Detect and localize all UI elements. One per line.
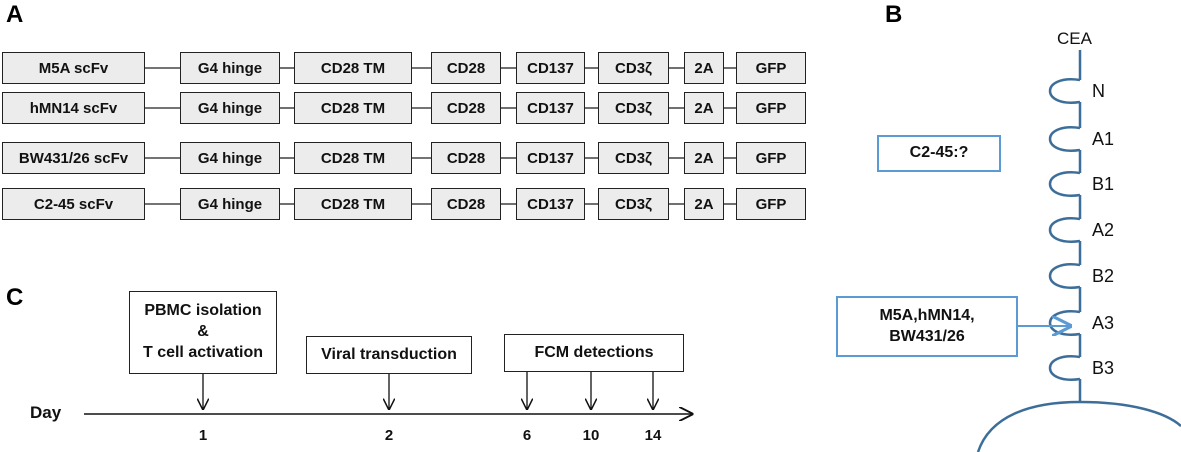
construct-1-2a: 2A bbox=[684, 52, 724, 84]
construct-1-g4-hinge: G4 hinge bbox=[180, 52, 280, 84]
construct-2-cd28-tm: CD28 TM bbox=[294, 92, 412, 124]
cea-domain-a1: A1 bbox=[1092, 129, 1115, 149]
cell-membrane bbox=[976, 400, 1181, 452]
construct-2-gfp: GFP bbox=[736, 92, 806, 124]
binders-line-1: M5A,hMN14, bbox=[879, 306, 975, 324]
construct-2-cd3z: CD3ζ bbox=[598, 92, 669, 124]
day-tick-2: 2 bbox=[384, 427, 394, 444]
construct-4-cd3z: CD3ζ bbox=[598, 188, 669, 220]
panel-label-b: B bbox=[885, 1, 903, 28]
construct-2-2a: 2A bbox=[684, 92, 724, 124]
step-fcm-detections: FCM detections bbox=[504, 334, 684, 372]
construct-3-scfv: BW431/26 scFv bbox=[2, 142, 145, 174]
construct-3-gfp: GFP bbox=[736, 142, 806, 174]
step-1-line-3: T cell activation bbox=[142, 343, 264, 361]
cea-domain-loop bbox=[1048, 126, 1081, 152]
timeline-graphic bbox=[84, 372, 692, 414]
binders-epitope-box: M5A,hMN14, BW431/26 bbox=[836, 296, 1018, 357]
cea-title: CEA bbox=[1057, 29, 1092, 48]
construct-4-g4-hinge: G4 hinge bbox=[180, 188, 280, 220]
construct-4-cd28-tm: CD28 TM bbox=[294, 188, 412, 220]
c245-epitope-box: C2-45:? bbox=[877, 135, 1001, 172]
cea-domain-loop bbox=[1048, 263, 1081, 289]
construct-1-cd137: CD137 bbox=[516, 52, 585, 84]
cea-domain-a2: A2 bbox=[1092, 220, 1115, 240]
construct-3-cd3z: CD3ζ bbox=[598, 142, 669, 174]
cea-domain-b3: B3 bbox=[1092, 358, 1115, 378]
construct-2-scfv: hMN14 scFv bbox=[2, 92, 145, 124]
step-1-line-1: PBMC isolation bbox=[144, 302, 262, 320]
step-1-line-2: & bbox=[197, 323, 209, 341]
construct-4-scfv: C2-45 scFv bbox=[2, 188, 145, 220]
day-tick-1: 1 bbox=[198, 427, 208, 444]
step-3-line-1: FCM detections bbox=[534, 343, 654, 361]
cea-domain-a3: A3 bbox=[1092, 313, 1115, 333]
construct-4-gfp: GFP bbox=[736, 188, 806, 220]
day-tick-6: 6 bbox=[522, 427, 532, 444]
construct-4-cd28: CD28 bbox=[431, 188, 501, 220]
construct-3-cd28-tm: CD28 TM bbox=[294, 142, 412, 174]
cea-domain-loop bbox=[1048, 310, 1081, 336]
construct-1-cd3z: CD3ζ bbox=[598, 52, 669, 84]
panel-label-c: C bbox=[6, 284, 24, 311]
construct-3-cd28: CD28 bbox=[431, 142, 501, 174]
cea-domain-b1: B1 bbox=[1092, 174, 1115, 194]
day-tick-14: 14 bbox=[644, 427, 662, 444]
c245-epitope-label: C2-45:? bbox=[909, 144, 969, 162]
cea-domain-loop bbox=[1048, 355, 1081, 381]
construct-2-cd28: CD28 bbox=[431, 92, 501, 124]
construct-4-2a: 2A bbox=[684, 188, 724, 220]
construct-1-cd28-tm: CD28 TM bbox=[294, 52, 412, 84]
step-2-line-1: Viral transduction bbox=[321, 345, 457, 363]
cea-domain-loop bbox=[1048, 217, 1081, 243]
construct-1-gfp: GFP bbox=[736, 52, 806, 84]
construct-2-g4-hinge: G4 hinge bbox=[180, 92, 280, 124]
cea-domain-loop bbox=[1048, 78, 1081, 104]
construct-connectors bbox=[145, 67, 736, 205]
construct-3-cd137: CD137 bbox=[516, 142, 585, 174]
day-tick-10: 10 bbox=[582, 427, 600, 444]
cea-domain-n: N bbox=[1092, 81, 1105, 101]
cea-molecule bbox=[976, 50, 1181, 452]
cea-domain-loop bbox=[1048, 171, 1081, 197]
construct-4-cd137: CD137 bbox=[516, 188, 585, 220]
day-axis-label: Day bbox=[30, 403, 62, 422]
construct-1-cd28: CD28 bbox=[431, 52, 501, 84]
panel-label-a: A bbox=[6, 1, 24, 28]
construct-2-cd137: CD137 bbox=[516, 92, 585, 124]
binders-line-2: BW431/26 bbox=[889, 327, 965, 345]
cea-domain-b2: B2 bbox=[1092, 266, 1115, 286]
construct-1-scfv: M5A scFv bbox=[2, 52, 145, 84]
step-viral-transduction: Viral transduction bbox=[306, 336, 472, 374]
construct-3-g4-hinge: G4 hinge bbox=[180, 142, 280, 174]
step-pbmc-isolation: PBMC isolation & T cell activation bbox=[129, 291, 277, 374]
construct-3-2a: 2A bbox=[684, 142, 724, 174]
